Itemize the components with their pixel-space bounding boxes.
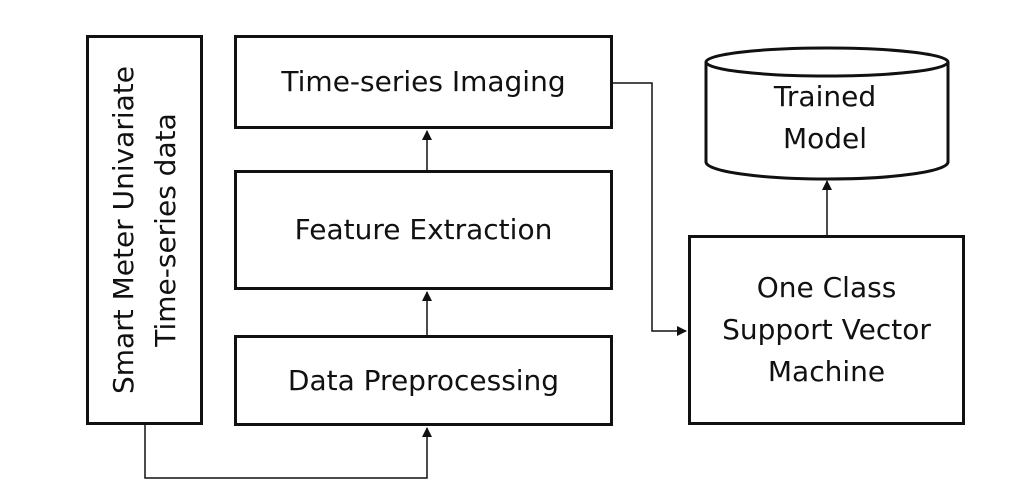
- imaging-box: Time-series Imaging: [234, 35, 613, 129]
- data-source-box: Smart Meter Univariate Time-series data: [86, 35, 203, 425]
- trained-model-label: Trained Model: [773, 80, 877, 155]
- arrow-source-to-preprocessing: [144, 425, 432, 479]
- trained-model-cylinder: [704, 46, 950, 181]
- preprocessing-box: Data Preprocessing: [234, 335, 613, 426]
- arrow-imaging-to-classifier: [613, 82, 687, 336]
- classifier-box: One Class Support Vector Machine: [688, 235, 965, 425]
- feature-extraction-label: Feature Extraction: [294, 213, 553, 246]
- classifier-label: One Class Support Vector Machine: [722, 271, 931, 388]
- imaging-label: Time-series Imaging: [281, 65, 566, 98]
- data-source-label: Smart Meter Univariate Time-series data: [106, 66, 182, 395]
- feature-extraction-box: Feature Extraction: [234, 170, 613, 290]
- preprocessing-label: Data Preprocessing: [287, 363, 560, 397]
